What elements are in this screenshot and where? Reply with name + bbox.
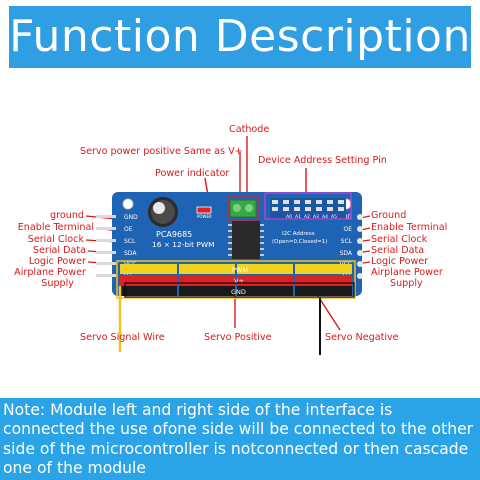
left-pin-header — [96, 215, 116, 277]
right-label-logic: Logic Power — [371, 256, 429, 267]
pwm-rail-label: PWM — [232, 266, 248, 274]
address-pin-label: A0 — [286, 214, 292, 220]
power-silk-label: POWER — [197, 214, 212, 219]
left-label-airplane: Airplane Power — [14, 267, 86, 278]
terminal-highlight-box — [227, 195, 259, 221]
servo-power-label: Servo power positive Same as V+ — [80, 146, 243, 157]
gnd-rail-label: GND — [231, 288, 246, 296]
vplus-rail-label: V+ — [234, 277, 244, 285]
device-address-label: Device Address Setting Pin — [258, 155, 387, 166]
address-pin-labels: A0 A1 A2 A3 A4 A5 — [286, 214, 337, 220]
left-label-enable: Enable Terminal — [17, 222, 94, 233]
servo-negative-label: Servo Negative — [325, 332, 399, 343]
left-label-ground: ground — [50, 210, 84, 221]
right-label-supply: Supply — [390, 278, 423, 289]
right-label-clock: Serial Clock — [371, 234, 428, 245]
right-pin-header — [357, 214, 363, 279]
left-label-clock: Serial Clock — [27, 234, 84, 245]
servo-header-rows — [120, 264, 352, 296]
capacitor — [148, 197, 178, 227]
power-indicator-label: Power indicator — [155, 168, 230, 179]
left-label-supply: Supply — [41, 278, 74, 289]
address-pin-label: A3 — [313, 214, 319, 220]
address-pin-label: A4 — [322, 214, 328, 220]
right-label-airplane: Airplane Power — [371, 267, 443, 278]
left-label-logic: Logic Power — [28, 256, 86, 267]
title-banner: Function Description — [9, 6, 471, 68]
power-led — [196, 206, 212, 214]
note-box: Note: Module left and right side of the … — [0, 398, 480, 480]
address-pin-label: A2 — [304, 214, 310, 220]
cathode-label: Cathode — [229, 124, 270, 135]
right-label-data: Serial Data — [371, 245, 425, 256]
pin-label: SDA — [340, 250, 353, 257]
note-text: Note: Module left and right side of the … — [3, 401, 474, 477]
pin-label: SCL — [341, 238, 353, 245]
pca9685-board-diagram: GND OE SCL SDA VCC V+ GND OE SCL SDA VCC… — [85, 136, 371, 355]
page-title: Function Description — [9, 11, 471, 62]
address-pin-label: A1 — [295, 214, 301, 220]
pin-label: OE — [343, 226, 352, 233]
pin-label: SCL — [124, 238, 136, 245]
address-highlight-box — [264, 192, 352, 220]
screw-terminal — [229, 199, 257, 218]
pin-label: SDA — [124, 250, 137, 257]
pca9685-chip — [228, 221, 264, 259]
pwm-highlight-box — [116, 260, 356, 299]
left-label-data: Serial Data — [32, 245, 86, 256]
chip-name-silk: PCA9685 — [156, 230, 192, 239]
i2c-address-silk: I2C Address — [282, 231, 315, 237]
right-label-enable: Enable Terminal — [371, 222, 448, 233]
servo-signal-label: Servo Signal Wire — [80, 332, 165, 343]
pin-label: OE — [124, 226, 133, 233]
servo-positive-label: Servo Positive — [204, 332, 272, 343]
open-closed-silk: (Open=0,Closed=1) — [272, 239, 327, 245]
address-pin-label: A5 — [331, 214, 337, 220]
right-label-ground: Ground — [371, 210, 407, 221]
pin-label: GND — [124, 214, 138, 221]
address-jumper-array — [270, 198, 346, 220]
pwm-silk: 16 × 12-bit PWM — [152, 240, 215, 249]
gnd-highlight-box — [124, 282, 355, 298]
